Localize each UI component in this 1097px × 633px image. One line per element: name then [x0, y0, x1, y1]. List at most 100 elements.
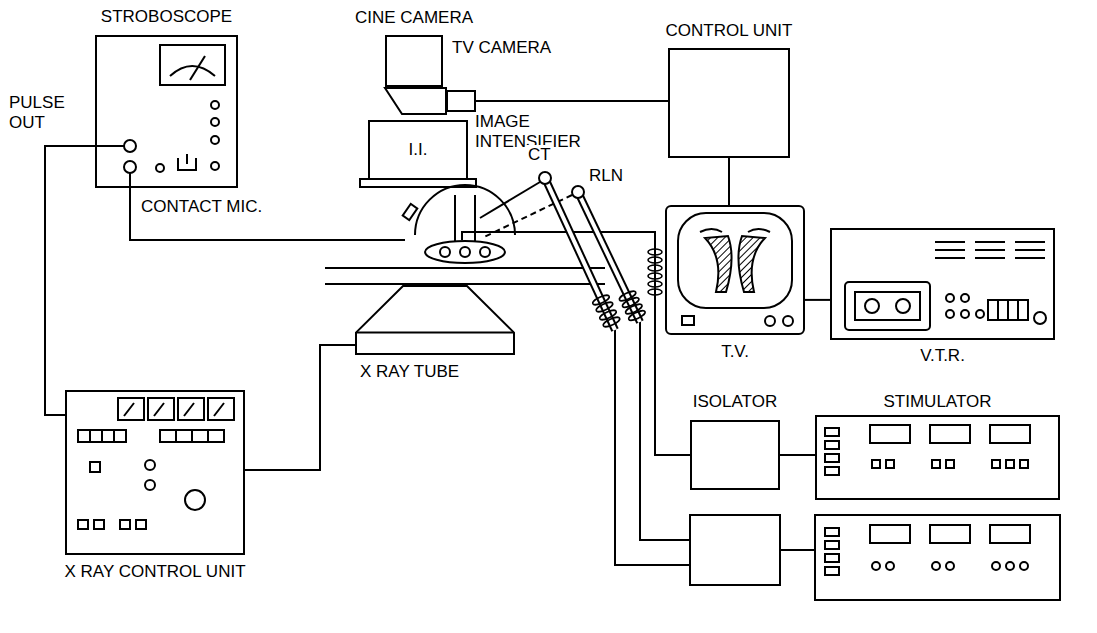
- coil-turn: [648, 289, 662, 295]
- callout-label: CONTACT MIC.: [140, 197, 263, 217]
- monitor-switch: [682, 316, 694, 325]
- display-window: [990, 425, 1030, 443]
- microphone-cable: [130, 173, 405, 240]
- electrode-wire: [615, 330, 690, 565]
- equipment-label: CONTROL UNIT: [666, 21, 793, 41]
- connector-line: [45, 146, 95, 415]
- switch-symbol: [178, 154, 196, 170]
- equipment-box: V.T.R.: [830, 228, 1055, 340]
- xray-control-details: [78, 398, 234, 529]
- knob: [932, 562, 940, 570]
- equipment-box: I.I.IMAGE INTENSIFIER: [368, 120, 468, 180]
- equipment-label: STROBOSCOPE: [101, 7, 232, 27]
- equipment-box: TV CAMERA: [446, 90, 476, 112]
- larynx-drawing: [325, 182, 690, 565]
- meter-face: [208, 398, 234, 420]
- display-window: [930, 525, 970, 543]
- coil-turn: [648, 281, 662, 287]
- push-buttons: [872, 460, 1028, 468]
- coil-turn: [648, 249, 662, 255]
- knob: [961, 310, 969, 318]
- switch-column: [825, 528, 839, 575]
- output-jack: [124, 140, 136, 152]
- meter-face: [148, 398, 174, 420]
- cartilage-dot: [440, 247, 450, 257]
- level-bars: [935, 242, 1045, 258]
- box-text: I.I.: [409, 140, 428, 160]
- connector-line: [728, 158, 730, 205]
- meter-face: [160, 45, 225, 85]
- knob: [946, 294, 954, 302]
- knob: [783, 316, 793, 326]
- knob: [961, 294, 969, 302]
- equipment-label: TV CAMERA: [452, 38, 551, 58]
- equipment-box: X RAY TUBE: [355, 285, 515, 355]
- display-window: [870, 525, 910, 543]
- equipment-box: ISOLATOR: [690, 420, 780, 490]
- equipment-label: ISOLATOR: [693, 392, 777, 412]
- knob: [946, 562, 954, 570]
- electrode-ring: [572, 186, 584, 198]
- knob: [976, 310, 984, 318]
- knob: [211, 118, 219, 126]
- button-bank: [160, 430, 224, 442]
- equipment-box: X RAY CONTROL UNIT: [65, 390, 245, 555]
- push-button: [94, 520, 104, 529]
- tube-base-line: [356, 332, 514, 334]
- knob: [211, 101, 219, 109]
- large-knob: [185, 490, 205, 510]
- connector-line: [245, 345, 355, 470]
- button-dividers: [176, 430, 208, 442]
- equipment-label: CINE CAMERA: [355, 8, 473, 28]
- rod-outline: [578, 192, 640, 322]
- table-edge: [325, 283, 605, 285]
- thyroid-arc: [415, 185, 515, 235]
- knob: [1020, 562, 1028, 570]
- equipment-box: T.V.: [665, 205, 805, 335]
- electrode-ring: [539, 172, 551, 184]
- cassette-window: [855, 292, 920, 320]
- switch-column: [825, 428, 839, 475]
- camera-prism: [385, 88, 446, 114]
- callout-label: CT: [527, 145, 552, 165]
- button-bank: [988, 300, 1028, 320]
- coil-turn: [648, 257, 662, 263]
- knob: [156, 164, 164, 172]
- tape-reel: [865, 299, 879, 313]
- equipment-box: STROBOSCOPE: [95, 35, 238, 188]
- equipment-label: V.T.R.: [920, 346, 965, 366]
- equipment-label: T.V.: [721, 342, 749, 362]
- laryngeal-outline: [700, 229, 770, 232]
- coil-turn: [648, 273, 662, 279]
- electrode-wire: [462, 232, 690, 455]
- knob: [211, 162, 219, 170]
- connector-line: [780, 454, 815, 456]
- rod-core: [578, 192, 640, 322]
- equipment-box: STIMULATOR: [815, 415, 1060, 500]
- display-window: [870, 425, 910, 443]
- electrode-lead: [480, 182, 540, 218]
- meter-face: [178, 398, 204, 420]
- equipment-box: CONTROL UNIT: [668, 48, 790, 158]
- knob: [1034, 312, 1046, 324]
- vocal-fold-image: [738, 236, 765, 292]
- button-bank: [78, 430, 126, 442]
- tube-outline: [355, 285, 515, 355]
- callout-label: RLN: [588, 166, 624, 186]
- isolator-lead: [780, 549, 815, 551]
- knob: [765, 316, 775, 326]
- callout-label: PULSE OUT: [8, 93, 72, 133]
- knob: [145, 460, 155, 470]
- isolator-box: [690, 515, 780, 585]
- push-button: [136, 520, 146, 529]
- contact-microphone: [403, 204, 418, 220]
- stimulator-details: [690, 425, 1060, 600]
- push-button: [90, 462, 100, 472]
- meter-face: [118, 398, 144, 420]
- meter-needles: [124, 403, 224, 416]
- push-button: [120, 520, 130, 529]
